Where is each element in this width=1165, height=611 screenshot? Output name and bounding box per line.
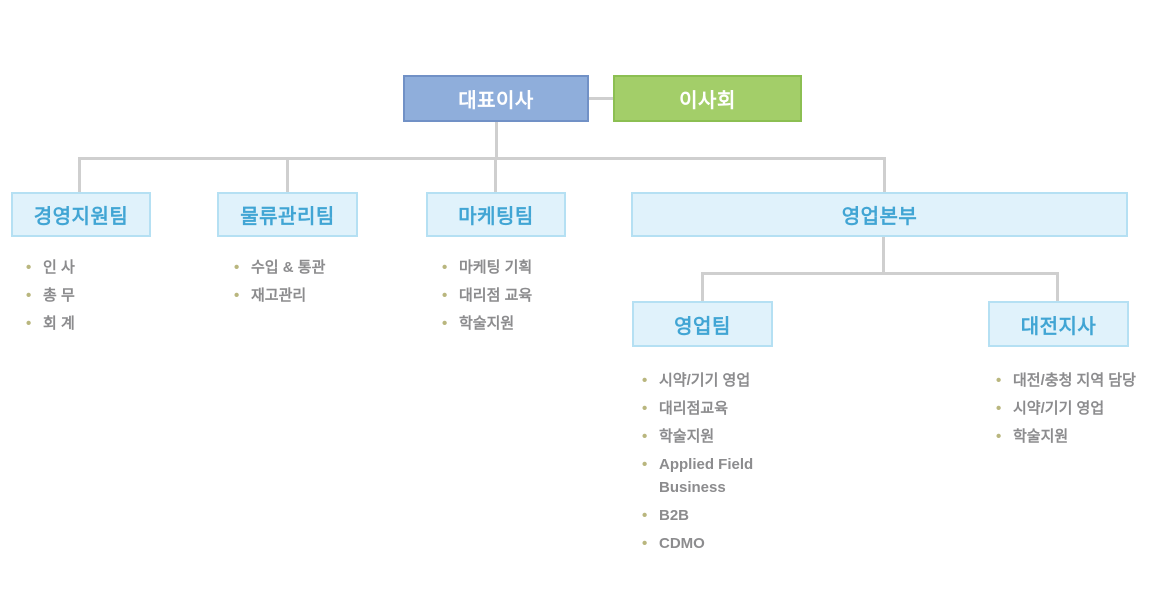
org-list-item: 재고관리 <box>233 284 423 307</box>
management-support-duties: 인 사총 무회 계 <box>25 256 205 340</box>
org-box-ceo-label: 대표이사 <box>458 90 534 112</box>
org-list-item: 학술지원 <box>641 425 766 448</box>
connector-stub-marketing <box>494 157 497 193</box>
connector-stub-sales-team <box>701 272 704 302</box>
logistics-duties: 수입 & 통관재고관리 <box>233 256 423 312</box>
org-box-sales-team-label: 영업팀 <box>674 315 731 338</box>
org-list-item: 인 사 <box>25 256 205 279</box>
org-list-item: 대전/충청 지역 담당 <box>995 369 1165 392</box>
org-list-item: 총 무 <box>25 284 205 307</box>
org-box-marketing-label: 마케팅팀 <box>458 206 534 228</box>
connector-ceo-down <box>495 122 498 158</box>
org-box-ceo: 대표이사 <box>403 75 589 122</box>
org-list-item: B2B <box>641 504 766 527</box>
org-box-sales-division: 영업본부 <box>631 192 1128 237</box>
org-list-item: 시약/기기 영업 <box>641 369 766 392</box>
org-list-item: 회 계 <box>25 312 205 335</box>
marketing-duties: 마케팅 기획대리점 교육학술지원 <box>441 256 631 340</box>
connector-rail-level2 <box>78 157 886 160</box>
daejeon-branch-duties: 대전/충청 지역 담당시약/기기 영업학술지원 <box>995 369 1165 453</box>
connector-rail-level3 <box>701 272 1059 275</box>
org-list-item: 시약/기기 영업 <box>995 397 1165 420</box>
org-list-item: 수입 & 통관 <box>233 256 423 279</box>
org-list-item: CDMO <box>641 532 766 555</box>
org-box-marketing: 마케팅팀 <box>426 192 566 237</box>
connector-stub-sales-division <box>883 157 886 193</box>
connector-ceo-board <box>589 97 613 100</box>
sales-team-duties: 시약/기기 영업대리점교육학술지원 Applied Field BusinessB… <box>641 369 766 560</box>
org-box-daejeon-branch: 대전지사 <box>988 301 1129 347</box>
org-box-management-support: 경영지원팀 <box>11 192 151 237</box>
org-box-daejeon-branch-label: 대전지사 <box>1020 315 1097 338</box>
connector-stub-logistics <box>286 157 289 193</box>
org-list-item: 마케팅 기획 <box>441 256 631 279</box>
connector-stub-daejeon <box>1056 272 1059 302</box>
org-list-item: Applied Field Business <box>641 453 766 499</box>
org-box-sales-team: 영업팀 <box>632 301 773 347</box>
org-box-sales-division-label: 영업본부 <box>841 206 918 228</box>
org-box-logistics: 물류관리팀 <box>217 192 358 237</box>
connector-stub-mgmt <box>78 157 81 193</box>
org-box-logistics-label: 물류관리팀 <box>240 206 335 228</box>
org-list-item: 학술지원 <box>995 425 1165 448</box>
org-list-item: 학술지원 <box>441 312 631 335</box>
org-list-item: 대리점교육 <box>641 397 766 420</box>
connector-sales-down <box>882 237 885 274</box>
org-box-management-support-label: 경영지원팀 <box>33 206 129 228</box>
org-box-board: 이사회 <box>613 75 802 122</box>
org-box-board-label: 이사회 <box>679 90 736 112</box>
org-list-item: 대리점 교육 <box>441 284 631 307</box>
